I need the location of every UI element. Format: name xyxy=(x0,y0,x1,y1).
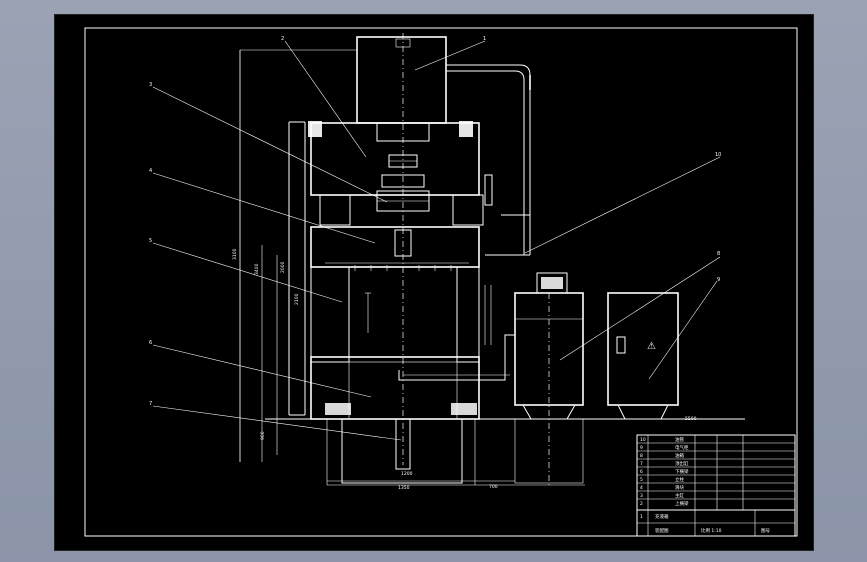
part-name: 上横梁 xyxy=(675,500,689,507)
callout-label: 3 xyxy=(149,82,152,88)
dimension-lines xyxy=(239,50,515,482)
row-number: 9 xyxy=(640,445,643,451)
warning-icon: ⚠ xyxy=(647,341,656,352)
dimension-text: 2000 xyxy=(280,261,286,273)
callout-label: 1 xyxy=(483,36,486,42)
dimension-text: 1350 xyxy=(398,485,410,491)
row-number: 1 xyxy=(640,514,643,520)
callout-label: 4 xyxy=(149,168,152,174)
part-name: 油管 xyxy=(675,436,684,443)
dimension-text: 900 xyxy=(260,431,266,440)
dimension-labels: 3100 3400 2000 2100 900 1350 700 1200 55… xyxy=(232,248,697,491)
callout-label: 8 xyxy=(717,251,720,257)
row-number: 5 xyxy=(640,477,643,483)
row-number: 2 xyxy=(640,501,643,507)
dimension-text: 1200 xyxy=(401,471,413,477)
row-number: 4 xyxy=(640,485,643,491)
title-block xyxy=(636,434,796,537)
press-frame xyxy=(239,49,357,462)
row-number: 6 xyxy=(640,469,643,475)
callout-label: 10 xyxy=(715,152,721,158)
columns xyxy=(310,266,480,363)
ejector-cylinder xyxy=(326,418,585,486)
dimension-text: 3400 xyxy=(254,263,260,275)
part-name: 立柱 xyxy=(675,476,684,483)
callout-label: 7 xyxy=(149,401,152,407)
dimension-text: 700 xyxy=(489,484,498,490)
part-name: 电气柜 xyxy=(675,444,689,451)
dimension-text: 5500 xyxy=(685,416,697,422)
part-name: 充液箱 xyxy=(655,513,669,520)
upper-crossbeam xyxy=(308,121,480,212)
callout-label: 9 xyxy=(717,277,720,283)
drawing-scale: 比例 1:10 xyxy=(701,527,722,534)
callout-label: 2 xyxy=(281,36,284,42)
drawing-number: 图号 xyxy=(761,528,770,534)
part-name: 主缸 xyxy=(675,492,684,499)
row-number: 10 xyxy=(640,437,646,443)
prefill-tank xyxy=(356,33,447,465)
callout-labels: 2 1 3 4 5 6 7 8 9 10 xyxy=(149,36,721,407)
electric-cabinet: ⚠ xyxy=(607,292,679,420)
assembly-drawing: ⚠ 2 1 3 4 5 6 7 8 9 10 3100 3400 2000 xyxy=(84,27,798,537)
title-block-text: 10 油管 9 电气柜 8 油箱 7 顶出缸 6 下横梁 5 立柱 4 滑块 3… xyxy=(640,436,770,534)
callout-label: 5 xyxy=(149,238,152,244)
part-name: 顶出缸 xyxy=(675,460,689,467)
row-number: 3 xyxy=(640,493,643,499)
slider-block xyxy=(310,194,484,271)
dimension-text: 3100 xyxy=(232,248,238,260)
drawing-viewport[interactable]: ⚠ 2 1 3 4 5 6 7 8 9 10 3100 3400 2000 xyxy=(54,14,814,551)
dimension-text: 2100 xyxy=(294,293,300,305)
callout-label: 6 xyxy=(149,340,152,346)
part-name: 滑块 xyxy=(675,484,684,491)
row-number: 8 xyxy=(640,453,643,459)
hydraulic-pipes xyxy=(398,64,531,381)
oil-tank xyxy=(514,272,584,485)
drawing-title: 装配图 xyxy=(655,527,669,534)
part-name: 下横梁 xyxy=(675,468,689,475)
row-number: 7 xyxy=(640,461,643,467)
part-name: 油箱 xyxy=(675,452,684,459)
drawing-border xyxy=(84,27,798,537)
